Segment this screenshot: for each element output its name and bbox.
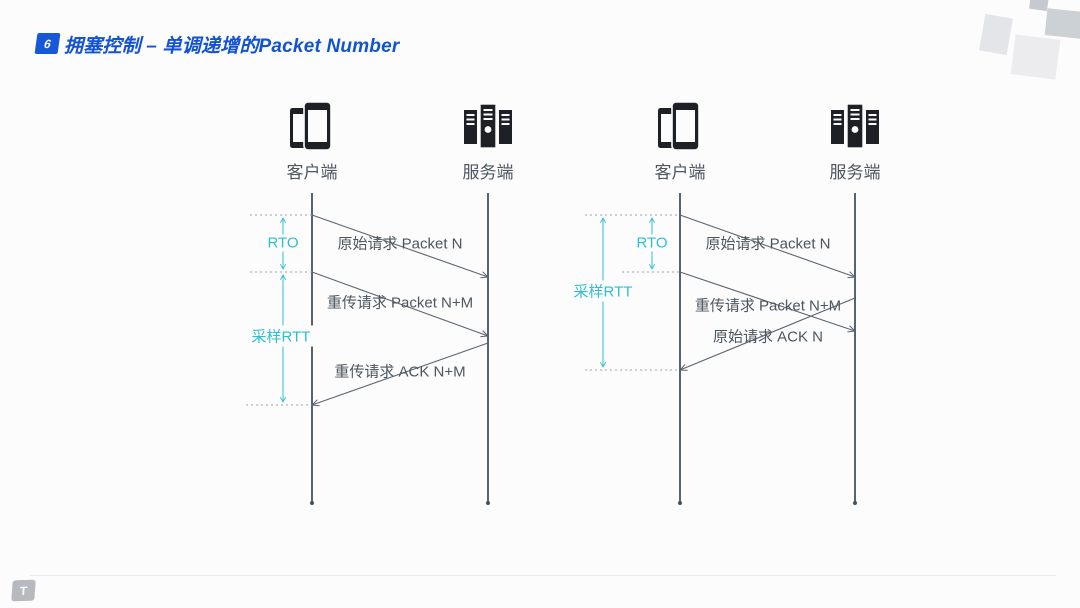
sample-rtt-label: 采样RTT	[248, 325, 314, 347]
message-label-original-request: 原始请求 Packet N	[705, 235, 831, 253]
message-label-original-request: 原始请求 Packet N	[337, 235, 463, 253]
client-phones-icon	[289, 101, 335, 158]
client-label: 客户端	[286, 163, 338, 182]
sample-rtt-label: 采样RTT	[570, 280, 636, 302]
rto-label: RTO	[633, 234, 671, 252]
footer-logo-glyph: T	[19, 583, 28, 598]
page-title: 拥塞控制 – 单调递增的Packet Number	[64, 36, 400, 57]
server-label: 服务端	[462, 163, 514, 182]
footer-divider	[30, 575, 1056, 576]
message-label-retransmit-ack: 重传请求 ACK N+M	[334, 363, 466, 381]
server-label: 服务端	[829, 163, 881, 182]
client-label: 客户端	[654, 163, 706, 182]
rto-label: RTO	[264, 234, 302, 252]
server-rack-icon	[462, 101, 514, 156]
footer-logo-icon: T	[11, 579, 36, 602]
server-rack-icon	[829, 101, 881, 156]
message-label-retransmit-request: 重传请求 Packet N+M	[694, 297, 842, 315]
message-label-original-ack: 原始请求 ACK N	[712, 328, 824, 346]
message-label-retransmit-request: 重传请求 Packet N+M	[326, 294, 474, 312]
client-phones-icon	[657, 101, 703, 158]
